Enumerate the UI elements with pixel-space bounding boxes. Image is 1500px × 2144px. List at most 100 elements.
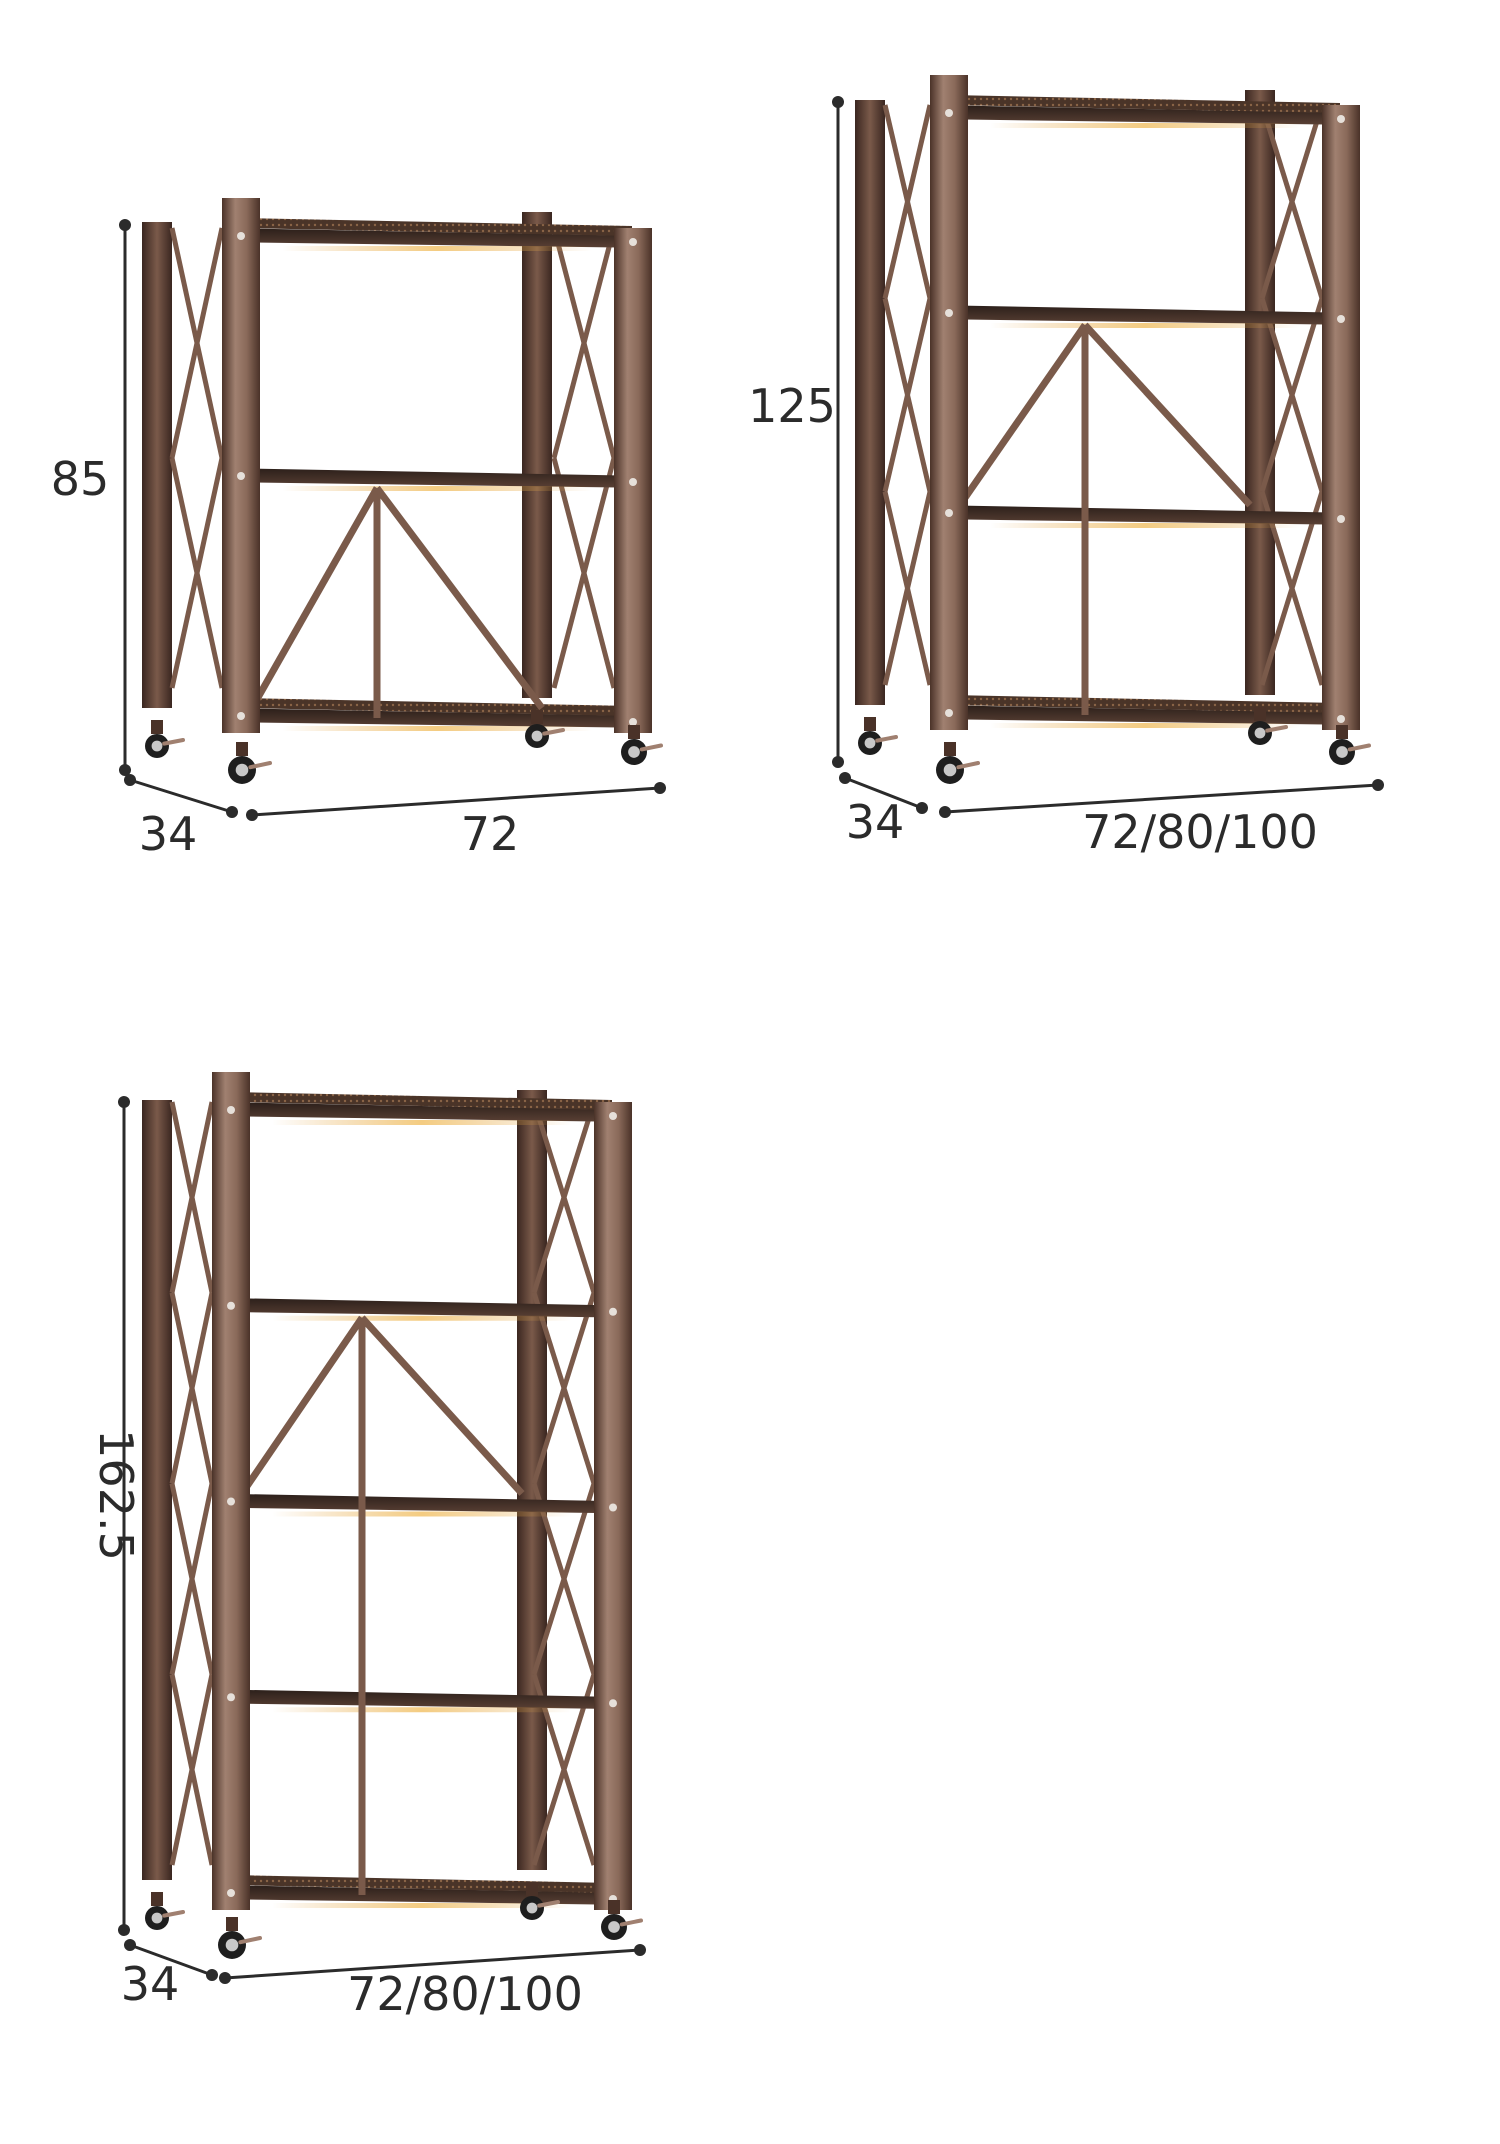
width-dimension-line (219, 1944, 646, 1984)
shelf-tier (930, 95, 1360, 128)
side-brace (882, 104, 933, 299)
depth-label-5-tier: 34 (121, 1957, 180, 2011)
bolt (1337, 315, 1345, 323)
side-brace (169, 1673, 215, 1866)
bolt (945, 109, 953, 117)
bolt (237, 472, 245, 480)
bolt (629, 238, 637, 246)
back-left-post (142, 1100, 172, 1880)
front-left-post (212, 1072, 250, 1910)
shelf-tier (212, 1875, 632, 1908)
shelf-light (990, 723, 1300, 728)
bolt (945, 509, 953, 517)
bolt (629, 718, 637, 726)
center-brace (1082, 322, 1253, 508)
caster-wheel (228, 742, 272, 784)
shelf-tier (212, 1493, 632, 1517)
shelf-light (990, 123, 1300, 128)
shelf-tier (212, 1297, 632, 1321)
height-label-4-tier: 125 (748, 379, 836, 433)
side-brace (1259, 104, 1325, 300)
back-right-post (522, 212, 552, 698)
depth-label-4-tier: 34 (846, 795, 905, 849)
back-left-post (855, 100, 885, 705)
side-brace (531, 1101, 597, 1294)
bolt (237, 232, 245, 240)
shelf-tier (930, 305, 1360, 328)
side-brace (882, 297, 933, 493)
bolt (609, 1503, 617, 1512)
side-brace (169, 1292, 215, 1485)
shelf-light (990, 323, 1300, 328)
side-brace (551, 457, 617, 689)
shelf-light (282, 486, 592, 491)
width-label-4-tier: 72/80/100 (1082, 805, 1318, 859)
depth-dimension-line (124, 1939, 218, 1981)
side-brace (169, 1101, 215, 1294)
side-brace (169, 227, 225, 459)
bolt (945, 709, 953, 717)
front-left-post (930, 75, 968, 730)
bolt (1337, 515, 1345, 523)
side-brace (531, 1482, 597, 1676)
bolt (227, 1106, 235, 1114)
width-label-5-tier: 72/80/100 (347, 1967, 583, 2021)
bolt (609, 1307, 617, 1316)
width-dimension-line (939, 779, 1384, 818)
bolt (227, 1497, 235, 1506)
height-label-5-tier: 162.5 (89, 1429, 143, 1561)
depth-label-3-tier: 34 (139, 807, 198, 861)
caster-wheel (858, 717, 898, 755)
dimensions-5-tier: 162.5 34 72/80/100 (89, 1429, 583, 2021)
center-brace (374, 485, 545, 711)
height-dimension-line (119, 219, 131, 776)
bolt (1337, 115, 1345, 123)
shelf-light (272, 1315, 572, 1321)
caster-wheel (1248, 707, 1288, 745)
side-brace (169, 1482, 215, 1675)
height-label-3-tier: 85 (51, 452, 110, 506)
dimensions-3-tier: 85 34 72 (51, 452, 520, 861)
shelf-tier (930, 695, 1360, 728)
side-brace (169, 457, 225, 689)
side-brace (882, 491, 933, 686)
caster-wheel (520, 1882, 560, 1920)
shelf-tier (212, 1689, 632, 1713)
shelf-light (272, 1120, 572, 1125)
caster-wheel (145, 720, 185, 758)
front-right-post (1322, 105, 1360, 730)
bolt (1337, 715, 1345, 723)
dimensions-4-tier: 125 34 72/80/100 (748, 379, 1318, 859)
bolt (629, 478, 637, 486)
dimension-lines (119, 219, 666, 821)
shelf-light (990, 523, 1300, 528)
bolt (609, 1112, 617, 1120)
center-brace (248, 486, 381, 710)
bolt (227, 1693, 235, 1702)
back-right-post (1245, 90, 1275, 695)
caster-wheel (936, 742, 980, 784)
front-left-post (222, 198, 260, 733)
side-brace (1259, 297, 1325, 493)
shelf-unit-3-tier (119, 198, 666, 821)
depth-dimension-line (124, 774, 238, 818)
width-dimension-line (246, 782, 666, 821)
shelf-tier (222, 218, 652, 251)
back-left-post (142, 222, 172, 708)
height-dimension-line (832, 96, 844, 768)
shelf-tier (212, 1092, 632, 1125)
side-brace (551, 227, 617, 459)
shelf-tier (930, 505, 1360, 528)
shelf-unit-4-tier (832, 75, 1384, 818)
bolt (227, 1889, 235, 1897)
caster-wheel (621, 725, 663, 765)
height-dimension-line (118, 1096, 130, 1936)
dimension-lines (832, 96, 1384, 818)
dimension-lines (118, 1096, 646, 1984)
bolt (609, 1699, 617, 1708)
bolt (945, 309, 953, 317)
shelf-light (282, 726, 592, 731)
center-brace (957, 323, 1088, 507)
depth-dimension-line (839, 772, 928, 814)
